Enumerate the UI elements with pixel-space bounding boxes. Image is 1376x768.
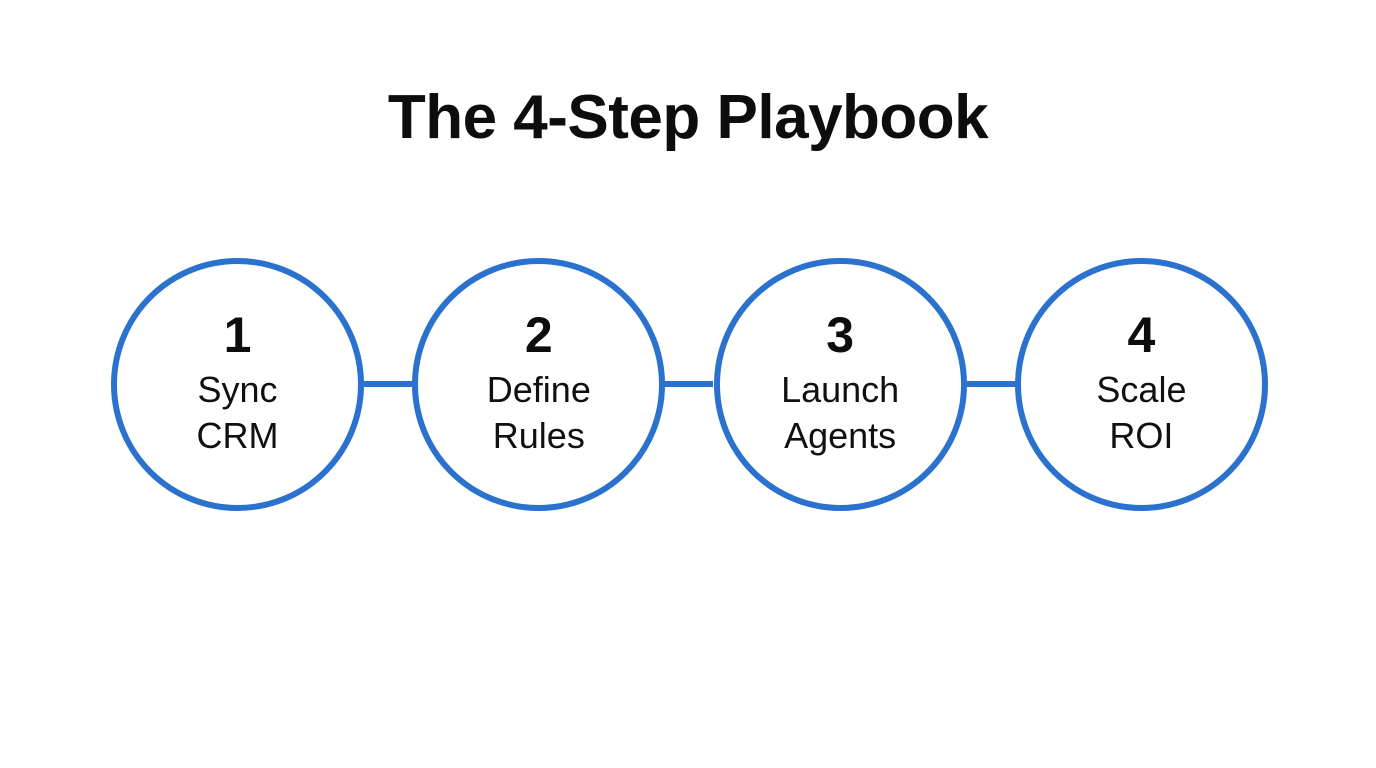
connector-2-3 (665, 381, 714, 387)
step-label-3: Launch Agents (781, 367, 899, 459)
step-number-3: 3 (826, 307, 855, 363)
step-number-1: 1 (223, 307, 252, 363)
step-node-3[interactable]: 3 Launch Agents (713, 257, 967, 511)
step-node-2[interactable]: 2 Define Rules (412, 257, 666, 511)
step-node-4[interactable]: 4 Scale ROI (1014, 257, 1268, 511)
step-node-1[interactable]: 1 Sync CRM (111, 257, 364, 511)
connector-3-4 (966, 381, 1015, 387)
step-label-3-line2: Agents (784, 415, 897, 456)
step-label-2-line1: Define (486, 369, 591, 410)
step-label-4: Scale ROI (1096, 367, 1186, 459)
connector-1-2 (364, 381, 413, 387)
process-flow-diagram: 1 Sync CRM 2 Define Rules 3 Launch Agent… (111, 257, 1268, 511)
step-number-2: 2 (524, 307, 553, 363)
step-label-1: Sync CRM (197, 367, 279, 459)
step-label-2: Define Rules (487, 367, 591, 459)
page-title: The 4-Step Playbook (387, 83, 989, 152)
step-number-4: 4 (1127, 307, 1156, 363)
step-label-1-line1: Sync (197, 369, 278, 410)
step-label-3-line1: Launch (781, 369, 900, 410)
step-label-4-line1: Scale (1096, 369, 1187, 410)
step-label-1-line2: CRM (196, 415, 279, 456)
step-label-2-line2: Rules (492, 415, 585, 456)
step-label-4-line2: ROI (1109, 415, 1174, 456)
